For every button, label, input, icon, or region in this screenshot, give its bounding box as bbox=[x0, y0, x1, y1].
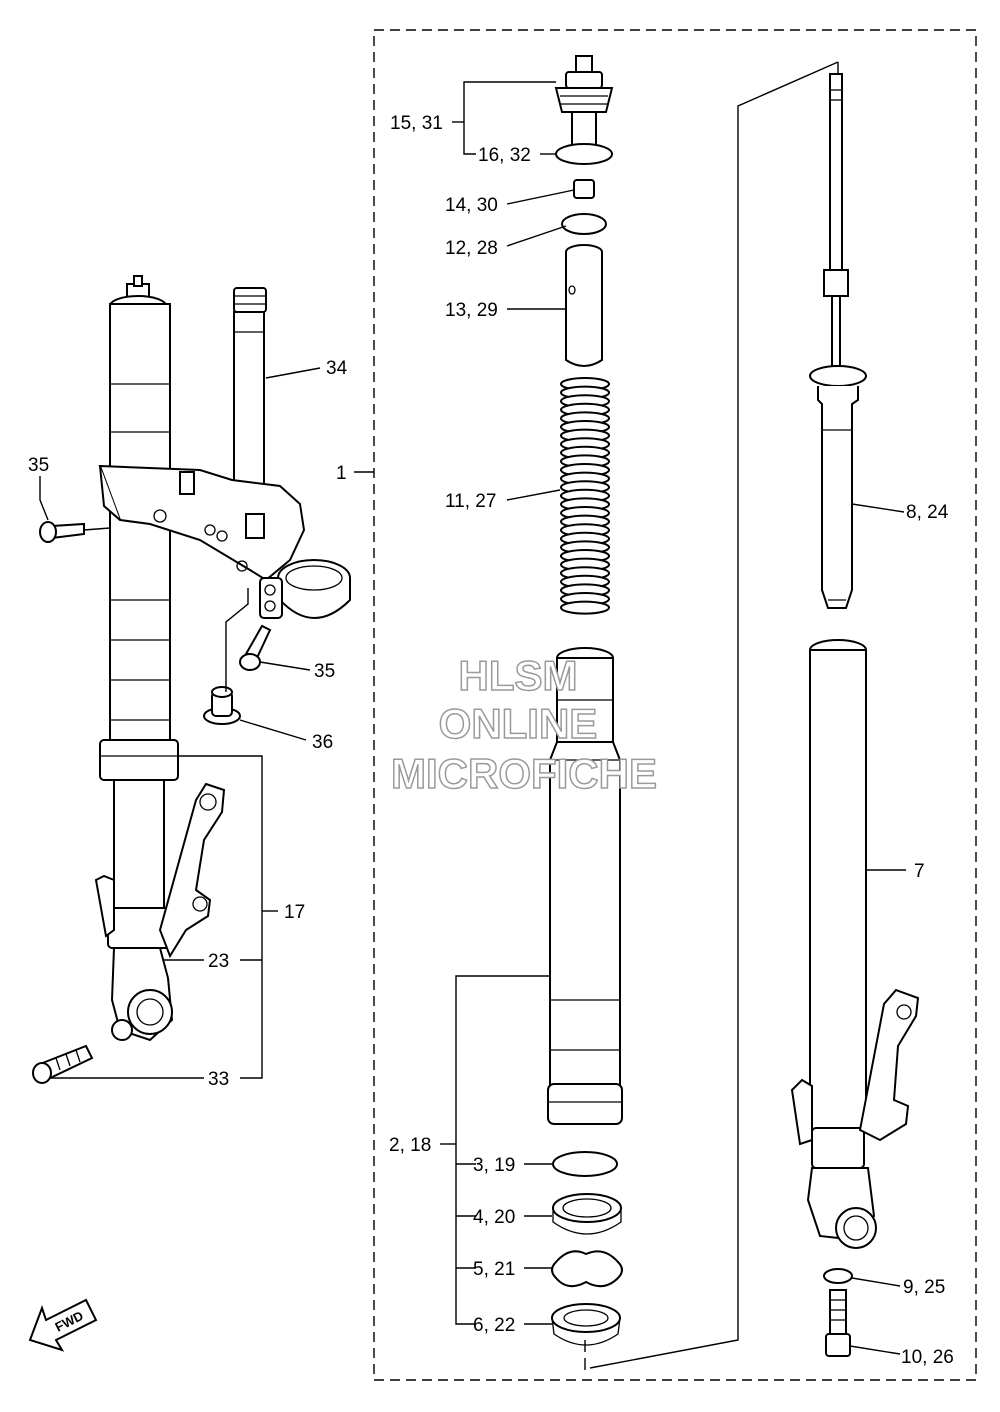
callout-34: 34 bbox=[326, 358, 348, 379]
ring-3-19 bbox=[552, 1151, 618, 1177]
callout-2-18: 2, 18 bbox=[389, 1135, 431, 1156]
callout-12-28: 12, 28 bbox=[445, 238, 498, 259]
cap-bolt-15-31 bbox=[554, 55, 614, 149]
callout-15-31: 15, 31 bbox=[390, 113, 443, 134]
fwd-arrow-icon: FWD bbox=[28, 1298, 98, 1352]
pinch-bolt-33 bbox=[32, 1044, 94, 1084]
nut-14-30 bbox=[573, 179, 595, 199]
o-ring-16-32 bbox=[555, 143, 613, 165]
outer-tube-2-18 bbox=[547, 647, 623, 1125]
spacer-13-29 bbox=[565, 244, 603, 367]
callout-23: 23 bbox=[208, 951, 229, 972]
damper-rod-8-24 bbox=[809, 73, 867, 609]
oil-seal-4-20 bbox=[552, 1193, 622, 1235]
clip-5-21 bbox=[551, 1250, 623, 1288]
cap-36 bbox=[203, 686, 241, 725]
callout-35-upper: 35 bbox=[28, 455, 49, 476]
callout-6-22: 6, 22 bbox=[473, 1315, 515, 1336]
callout-8-24: 8, 24 bbox=[906, 502, 949, 523]
callout-5-21: 5, 21 bbox=[473, 1259, 515, 1280]
dust-seal-6-22 bbox=[551, 1303, 621, 1346]
watermark: HLSM ONLINE MICROFICHE bbox=[390, 651, 658, 798]
assembly-boundary bbox=[373, 29, 977, 1381]
callout-14-30: 14, 30 bbox=[445, 195, 498, 216]
callout-9-25: 9, 25 bbox=[903, 1277, 945, 1298]
bolt-10-26 bbox=[825, 1289, 851, 1357]
assembled-fork-leg bbox=[94, 275, 226, 1042]
callout-labels: 1 2, 18 3, 19 4, 20 5, 21 6, 22 7 8, 24 … bbox=[28, 113, 954, 1368]
washer-12-28 bbox=[561, 213, 607, 235]
watermark-line-2: ONLINE bbox=[439, 700, 598, 747]
inner-tube-7 bbox=[790, 639, 920, 1249]
callout-16-32: 16, 32 bbox=[478, 145, 531, 166]
bolt-35-middle bbox=[239, 624, 272, 671]
spring-11-27 bbox=[560, 377, 610, 615]
callout-13-29: 13, 29 bbox=[445, 300, 498, 321]
callout-3-19: 3, 19 bbox=[473, 1155, 515, 1176]
callout-36: 36 bbox=[312, 732, 333, 753]
callout-35-middle: 35 bbox=[314, 661, 335, 682]
callout-33: 33 bbox=[208, 1069, 229, 1090]
callout-10-26: 10, 26 bbox=[901, 1347, 954, 1368]
washer-9-25 bbox=[823, 1268, 853, 1284]
watermark-line-1: HLSM bbox=[459, 652, 578, 699]
leader-lines bbox=[39, 61, 906, 1369]
watermark-line-3: MICROFICHE bbox=[391, 750, 657, 797]
lower-bracket-steering-stem bbox=[98, 287, 351, 619]
callout-1: 1 bbox=[336, 463, 347, 484]
callout-17: 17 bbox=[284, 902, 305, 923]
callout-11-27: 11, 27 bbox=[445, 491, 496, 512]
callout-7: 7 bbox=[914, 861, 925, 882]
callout-4-20: 4, 20 bbox=[473, 1207, 515, 1228]
spring-coil bbox=[560, 600, 610, 615]
bolt-35-upper bbox=[39, 521, 85, 543]
